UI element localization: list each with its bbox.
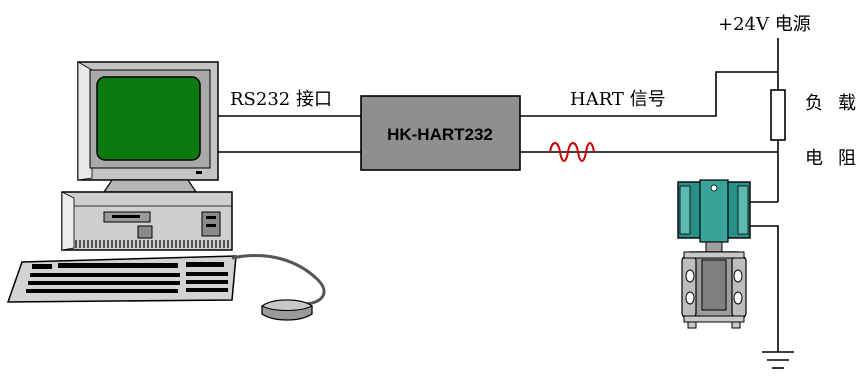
hart-wave-icon	[549, 142, 595, 162]
hart-signal-label: HART 信号	[570, 89, 666, 110]
load-label-char2: 载	[838, 93, 856, 114]
desktop-computer-icon	[6, 61, 326, 321]
power-supply-label: +24V 电源	[718, 14, 811, 35]
pressure-transmitter-icon	[677, 179, 751, 329]
monitor-screen	[96, 76, 201, 161]
ground-icon	[762, 351, 794, 369]
resistor-label-char2: 阻	[838, 148, 856, 169]
hk-hart232-converter: HK-HART232	[360, 95, 521, 171]
resistor-label-char1: 电	[805, 148, 823, 169]
wiring	[218, 38, 779, 352]
rs232-label: RS232 接口	[230, 89, 332, 110]
converter-label: HK-HART232	[387, 125, 493, 144]
load-label-char1: 负	[805, 93, 823, 114]
resistor-icon	[770, 89, 786, 141]
